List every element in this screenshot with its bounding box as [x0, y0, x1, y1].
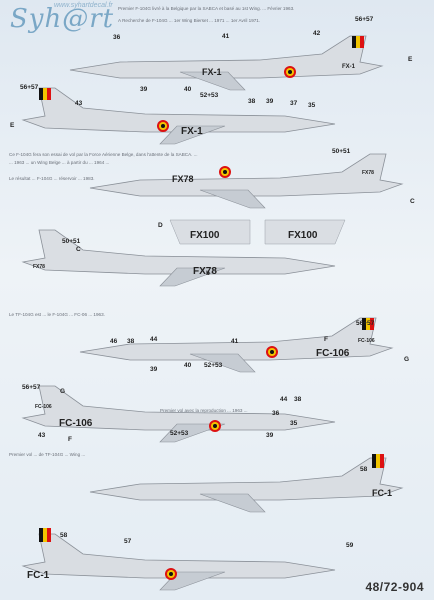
callout-e5657: 56+57 — [356, 320, 375, 327]
note-8: Premier vol avec la reproduction ... 196… — [160, 408, 248, 413]
svg-text:FX78: FX78 — [172, 174, 194, 184]
callout-a5657: 56+57 — [355, 16, 374, 23]
callout-f5657: 56+57 — [22, 384, 41, 391]
svg-text:FC-106: FC-106 — [35, 404, 52, 410]
callout-e38: 38 — [127, 338, 135, 345]
svg-text:FX100: FX100 — [190, 230, 220, 241]
aircraft-fc106-lower: FC-106 FC-106 — [21, 385, 336, 443]
callout-dC: C — [76, 246, 81, 253]
callout-f38: 38 — [294, 396, 302, 403]
callout-b5657: 56+57 — [20, 84, 39, 91]
callout-f44: 44 — [280, 396, 288, 403]
callout-a41: 41 — [222, 33, 230, 40]
sheet-reference: 48/72-904 — [365, 580, 424, 594]
brand-url: www.syhartdecal.fr — [54, 2, 113, 9]
note-2: A Recherche de F-104G ... 1er Wing Biers… — [118, 18, 261, 23]
note-3: Ce F-104G fera son essai de vol par la F… — [9, 152, 198, 157]
svg-text:FC-106: FC-106 — [59, 418, 93, 429]
callout-aE: E — [408, 56, 413, 63]
svg-text:FC-1: FC-1 — [372, 488, 392, 498]
aircraft-fc106-top: FC-106 FC-106 — [79, 317, 394, 373]
callout-h57: 57 — [124, 538, 132, 545]
callout-c5051: 50+51 — [332, 148, 351, 155]
callout-b38: 38 — [248, 98, 256, 105]
note-6: Le TF-104G est ... le F-104G ... FC-06 .… — [9, 312, 105, 317]
aircraft-fx78-lower: FX78 FX78 — [21, 229, 336, 287]
callout-f36: 36 — [272, 410, 280, 417]
callout-fF: F — [68, 436, 72, 443]
note-7: Premier vol ... de TF-104G ... Wing ... — [9, 452, 86, 457]
fx100-decal-pair: FX100 FX100 — [169, 219, 346, 245]
aircraft-fx1-profile: FX-1 FX-1 — [69, 35, 384, 91]
callout-b43: 43 — [75, 100, 83, 107]
svg-text:FC-106: FC-106 — [316, 348, 350, 359]
svg-text:FX-1: FX-1 — [181, 126, 203, 137]
callout-e44: 44 — [150, 336, 158, 343]
note-5: Le résultat ... F-104G ... réservoir ...… — [9, 176, 95, 181]
callout-bE: E — [10, 122, 15, 129]
svg-text:FX78: FX78 — [193, 266, 217, 277]
callout-cC: C — [410, 198, 415, 205]
callout-a40: 40 — [184, 86, 192, 93]
callout-f43: 43 — [38, 432, 46, 439]
aircraft-fx78-top: FX78 FX78 — [89, 153, 404, 209]
callout-cD: D — [158, 222, 163, 229]
aircraft-fx1-lower: FX-1 — [21, 87, 336, 145]
aircraft-fc1-top: FC-1 — [89, 454, 404, 513]
callout-a42: 42 — [313, 30, 321, 37]
svg-text:FX-1: FX-1 — [342, 64, 356, 70]
callout-e5253: 52+53 — [204, 362, 223, 369]
svg-text:FX100: FX100 — [288, 230, 318, 241]
callout-b35: 35 — [308, 102, 316, 109]
callout-g59: 59 — [346, 542, 354, 549]
callout-fG: G — [60, 388, 66, 395]
note-1: Premier F-104G livré à la Belgique par l… — [118, 6, 295, 11]
callout-e41: 41 — [231, 338, 239, 345]
callout-g58: 58 — [360, 466, 368, 473]
svg-text:FC-106: FC-106 — [358, 338, 375, 344]
callout-h58: 58 — [60, 532, 68, 539]
svg-text:FX78: FX78 — [362, 170, 374, 176]
svg-text:FX-1: FX-1 — [202, 67, 222, 77]
callout-a36: 36 — [113, 34, 121, 41]
callout-db: b — [206, 270, 210, 277]
callout-b39: 39 — [266, 98, 274, 105]
svg-text:FC-1: FC-1 — [27, 570, 50, 581]
callout-f39: 39 — [266, 432, 274, 439]
note-4: ... 1963 ... un Wing Belge ... à partir … — [9, 160, 110, 165]
callout-d5051: 50+51 — [62, 238, 81, 245]
callout-e46: 46 — [110, 338, 118, 345]
aircraft-fc1-lower: FC-1 — [21, 528, 336, 591]
callout-eG: G — [404, 356, 410, 363]
callout-f5253: 52+53 — [170, 430, 189, 437]
svg-text:FX78: FX78 — [33, 264, 45, 270]
callout-e40: 40 — [184, 362, 192, 369]
callout-a39: 39 — [140, 86, 148, 93]
callout-e39: 39 — [150, 366, 158, 373]
callout-f35: 35 — [290, 420, 298, 427]
callout-b37: 37 — [290, 100, 298, 107]
callout-eF: F — [324, 336, 328, 343]
callout-b5253: 52+53 — [200, 92, 219, 99]
brand-logo: Syh@rt — [10, 4, 115, 34]
